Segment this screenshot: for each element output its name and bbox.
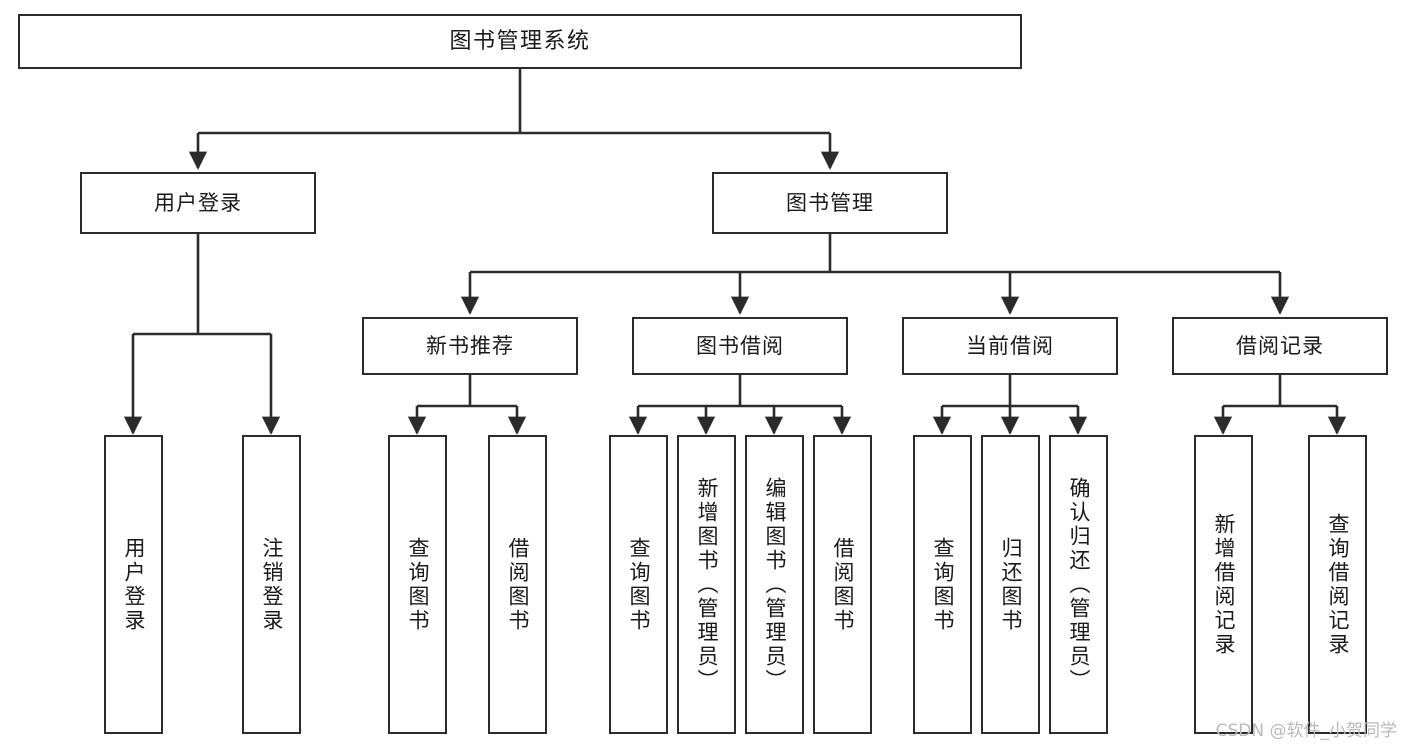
leaf-book-borrow-borrow-book[interactable]: 借阅图书 <box>813 435 872 734</box>
node-new-book-recommend[interactable]: 新书推荐 <box>362 317 578 375</box>
node-label: 图书管理系统 <box>449 28 591 54</box>
leaf-current-borrow-query-book[interactable]: 查询图书 <box>913 435 972 734</box>
leaf-borrow-record-add-record[interactable]: 新增借阅记录 <box>1194 435 1253 734</box>
node-label: 借阅图书 <box>831 536 855 633</box>
node-label: 新增借阅记录 <box>1212 512 1236 657</box>
node-label: 借阅记录 <box>1236 333 1324 358</box>
node-label: 当前借阅 <box>966 333 1054 358</box>
node-label: 新增图书（管理员） <box>695 476 719 693</box>
node-user-login[interactable]: 用户登录 <box>80 172 316 234</box>
leaf-user-login-logout[interactable]: 注销登录 <box>242 435 301 734</box>
leaf-book-borrow-add-book-admin[interactable]: 新增图书（管理员） <box>677 435 736 734</box>
node-label: 图书管理 <box>786 190 874 215</box>
node-label: 借阅图书 <box>506 536 530 633</box>
node-label: 查询图书 <box>627 536 651 633</box>
node-label: 编辑图书（管理员） <box>763 476 787 693</box>
node-book-management[interactable]: 图书管理 <box>712 172 948 234</box>
node-root-book-management-system[interactable]: 图书管理系统 <box>18 14 1022 69</box>
node-label: 确认归还（管理员） <box>1067 476 1091 693</box>
node-label: 查询图书 <box>931 536 955 633</box>
node-label: 查询图书 <box>406 536 430 633</box>
node-label: 图书借阅 <box>696 333 784 358</box>
leaf-new-book-query-book[interactable]: 查询图书 <box>388 435 447 734</box>
node-label: 查询借阅记录 <box>1326 512 1350 657</box>
node-borrow-record[interactable]: 借阅记录 <box>1172 317 1388 375</box>
node-label: 新书推荐 <box>426 333 514 358</box>
leaf-borrow-record-query-record[interactable]: 查询借阅记录 <box>1308 435 1367 734</box>
node-current-borrow[interactable]: 当前借阅 <box>902 317 1118 375</box>
node-label: 注销登录 <box>260 536 284 633</box>
watermark: CSDN @软件_小贺同学 <box>1215 721 1397 741</box>
leaf-new-book-borrow-book[interactable]: 借阅图书 <box>488 435 547 734</box>
leaf-current-borrow-return-book[interactable]: 归还图书 <box>981 435 1040 734</box>
node-book-borrow[interactable]: 图书借阅 <box>632 317 848 375</box>
node-label: 用户登录 <box>154 190 242 215</box>
leaf-book-borrow-edit-book-admin[interactable]: 编辑图书（管理员） <box>745 435 804 734</box>
leaf-user-login-login[interactable]: 用户登录 <box>104 435 163 734</box>
leaf-book-borrow-query-book[interactable]: 查询图书 <box>609 435 668 734</box>
leaf-current-borrow-confirm-return-admin[interactable]: 确认归还（管理员） <box>1049 435 1108 734</box>
node-label: 用户登录 <box>122 536 146 633</box>
node-label: 归还图书 <box>999 536 1023 633</box>
